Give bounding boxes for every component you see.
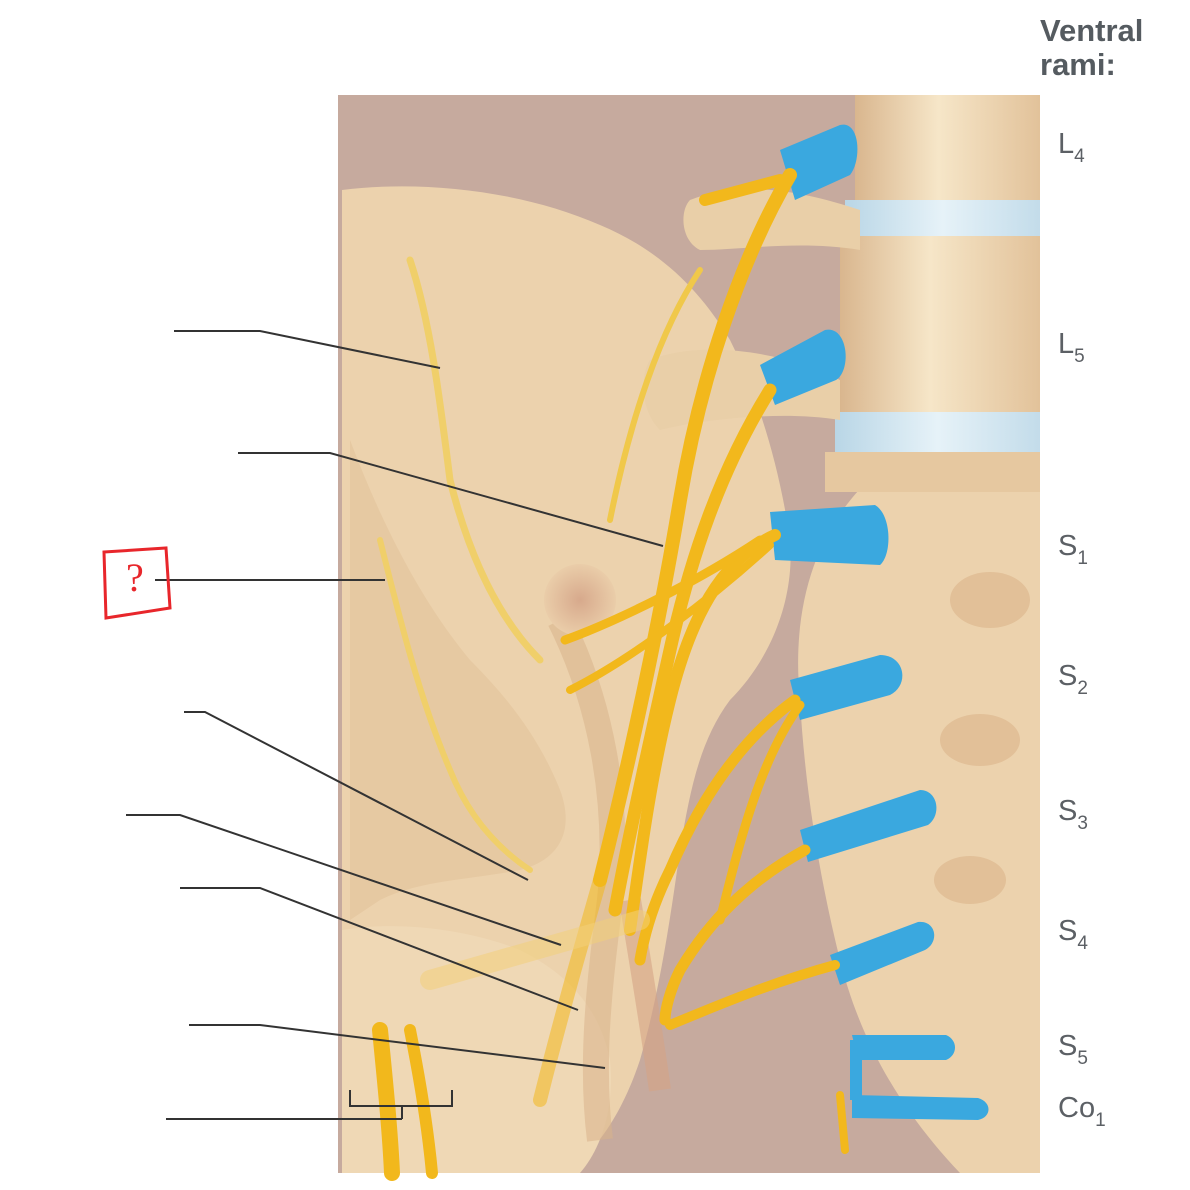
sacral-foramen [950, 572, 1030, 628]
ilium [342, 186, 791, 1173]
leader-line [174, 330, 441, 369]
disc [835, 412, 1040, 452]
ramus-root-s2 [790, 655, 903, 720]
acetabulum-notch [544, 564, 616, 636]
annotation-box [102, 546, 172, 620]
question-annotation: ? [104, 550, 168, 612]
leader-bracket [349, 1090, 453, 1119]
sacral-foramen [934, 856, 1006, 904]
ramus-root-s4 [830, 921, 935, 985]
leader-line [238, 452, 664, 547]
ramus-label-s3: S3 [1058, 795, 1088, 834]
sacral-base [825, 452, 1040, 492]
ramus-label-s2: S2 [1058, 660, 1088, 699]
ramus-root-s5 [852, 1035, 955, 1060]
ramus-root-s3 [800, 790, 937, 862]
disc [845, 200, 1040, 236]
pubic-ridge [548, 614, 626, 1142]
ramus-root-co1 [852, 1095, 989, 1120]
ramus-label-co1: Co1 [1058, 1092, 1106, 1131]
question-mark: ? [126, 555, 144, 600]
ramus-root-l5 [760, 329, 846, 405]
ramus-root-l4 [780, 124, 858, 200]
ventral-rami-heading: Ventral rami: [1040, 13, 1144, 82]
ramus-label-s1: S1 [1058, 530, 1088, 569]
ramus-label-l5: L5 [1058, 328, 1085, 367]
leader-line [189, 1024, 606, 1069]
ramus-root-s1 [770, 505, 889, 565]
ramus-label-l4: L4 [1058, 128, 1085, 167]
ischial-region [342, 926, 611, 1173]
leader-line [126, 814, 562, 946]
leader-line [184, 711, 529, 881]
leader-lines [126, 330, 664, 1120]
ramus-label-s4: S4 [1058, 915, 1088, 954]
ilium-shadow [350, 440, 566, 920]
nerve-bundle [372, 168, 849, 1181]
vertebra-l5 [840, 236, 1040, 412]
ramus-label-s5: S5 [1058, 1030, 1088, 1069]
sacral-foramen [940, 714, 1020, 766]
leader-line [180, 887, 579, 1011]
vertebra-l4 [855, 95, 1040, 200]
